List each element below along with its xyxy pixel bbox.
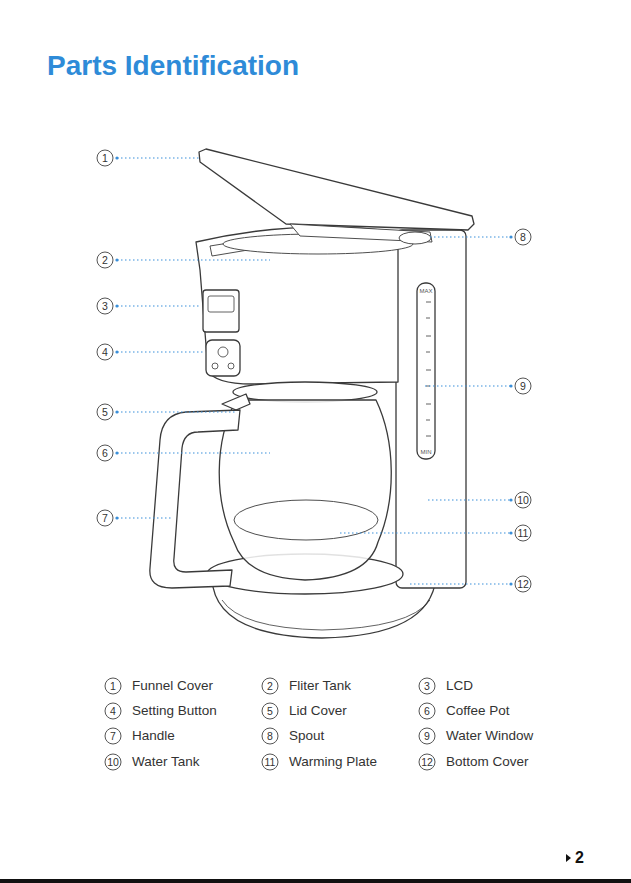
callout-text: 5	[267, 706, 273, 717]
scale-mark: MIN	[421, 449, 432, 455]
scale-mark: MAX	[419, 288, 432, 294]
part-name: Fliter Tank	[289, 679, 351, 693]
callout-number: 11	[262, 754, 279, 771]
page-title: Parts Identification	[47, 50, 299, 82]
callout-text: 6	[102, 448, 108, 459]
handle-drawing	[150, 410, 240, 588]
callout-number: 3	[419, 678, 436, 695]
callout-number: 7	[105, 728, 122, 745]
callout-number: 3	[97, 298, 114, 315]
callout-text: 2	[102, 255, 108, 266]
callout-text: 6	[424, 706, 430, 717]
callout-text: 4	[102, 347, 108, 358]
part-name: Setting Button	[132, 704, 217, 718]
callout-number: 7	[97, 510, 114, 527]
callout-text: 1	[102, 153, 108, 164]
part-name: Spout	[289, 729, 324, 743]
callout-number: 1	[97, 150, 114, 167]
part-name: Coffee Pot	[446, 704, 510, 718]
leader-dots	[115, 156, 512, 585]
callout-number: 2	[97, 252, 114, 269]
callout-number: 5	[262, 703, 279, 720]
callout-number: 9	[515, 378, 532, 395]
part-name: Funnel Cover	[132, 679, 213, 693]
callout-text: 10	[517, 495, 529, 506]
callout-number: 10	[105, 754, 122, 771]
lid-cover-drawing	[233, 382, 377, 402]
callout-number: 4	[105, 703, 122, 720]
callout-text: 5	[102, 407, 108, 418]
callout-number: 12	[515, 576, 532, 593]
callout-number: 1	[105, 678, 122, 695]
callout-text: 4	[110, 706, 116, 717]
page-marker	[566, 854, 571, 862]
spout-drawing	[222, 394, 250, 410]
water-tank-drawing	[396, 230, 466, 588]
callout-text: 9	[424, 731, 430, 742]
callout-number: 8	[515, 229, 532, 246]
coffee-pot-drawing	[219, 400, 391, 580]
callout-text: 2	[267, 681, 273, 692]
callout-text: 8	[267, 731, 273, 742]
callout-text: 8	[520, 232, 526, 243]
leader-lines	[117, 158, 511, 584]
callout-text: 1	[110, 681, 116, 692]
callout-number: 12	[419, 754, 436, 771]
part-name: Warming Plate	[289, 755, 377, 769]
part-name: LCD	[446, 679, 473, 693]
callout-text: 10	[107, 757, 119, 768]
callout-number: 4	[97, 344, 114, 361]
callout-text: 3	[102, 301, 108, 312]
page-number: 2	[575, 850, 584, 866]
page-border	[0, 879, 631, 883]
callout-number: 8	[262, 728, 279, 745]
callout-text: 12	[421, 757, 433, 768]
part-name: Lid Cover	[289, 704, 347, 718]
callout-text: 7	[110, 731, 116, 742]
water-window-drawing	[417, 283, 435, 459]
callout-number: 2	[262, 678, 279, 695]
callout-text: 7	[102, 513, 108, 524]
callout-number: 11	[515, 525, 532, 542]
callout-number: 5	[97, 404, 114, 421]
part-name: Handle	[132, 729, 175, 743]
part-name: Bottom Cover	[446, 755, 529, 769]
callout-number: 6	[97, 445, 114, 462]
callout-number: 6	[419, 703, 436, 720]
callout-number: 9	[419, 728, 436, 745]
callout-text: 3	[424, 681, 430, 692]
part-name: Water Window	[446, 729, 533, 743]
callout-text: 11	[518, 528, 529, 539]
callout-text: 12	[517, 579, 529, 590]
funnel-cover-drawing	[199, 149, 474, 230]
callout-text: 9	[520, 381, 526, 392]
callout-text: 11	[265, 757, 276, 768]
callout-number: 10	[515, 492, 532, 509]
part-name: Water Tank	[132, 755, 200, 769]
